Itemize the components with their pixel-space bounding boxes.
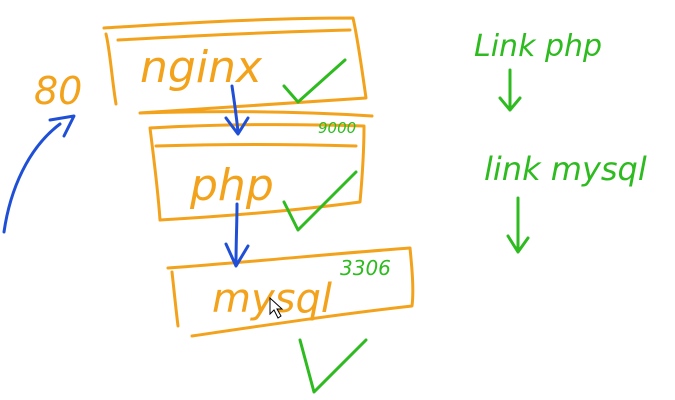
mysql-port: 3306 bbox=[340, 256, 391, 280]
arrow-incoming-request bbox=[2, 114, 76, 234]
right-notes: Link php link mysql bbox=[474, 29, 647, 254]
arrow-php-to-mysql bbox=[224, 202, 250, 268]
note-arrow-2 bbox=[506, 196, 530, 254]
mysql-checkmark bbox=[298, 338, 368, 394]
note-link-mysql: link mysql bbox=[484, 150, 647, 188]
incoming-port-label: 80 bbox=[34, 69, 82, 113]
php-box: php 9000 bbox=[148, 119, 366, 232]
php-label: php bbox=[189, 160, 274, 211]
nginx-checkmark bbox=[282, 58, 347, 104]
nginx-label: nginx bbox=[140, 42, 263, 93]
note-arrow-1 bbox=[498, 68, 522, 112]
arrow-nginx-to-php bbox=[224, 84, 250, 136]
php-checkmark bbox=[282, 170, 358, 232]
mysql-label: mysql bbox=[212, 276, 332, 322]
nginx-box: nginx bbox=[102, 16, 374, 118]
mysql-box: mysql 3306 bbox=[166, 246, 415, 394]
blue-arrows bbox=[2, 84, 250, 268]
note-link-php: Link php bbox=[474, 29, 602, 64]
mouse-cursor-icon bbox=[269, 296, 284, 319]
php-port: 9000 bbox=[318, 119, 356, 137]
